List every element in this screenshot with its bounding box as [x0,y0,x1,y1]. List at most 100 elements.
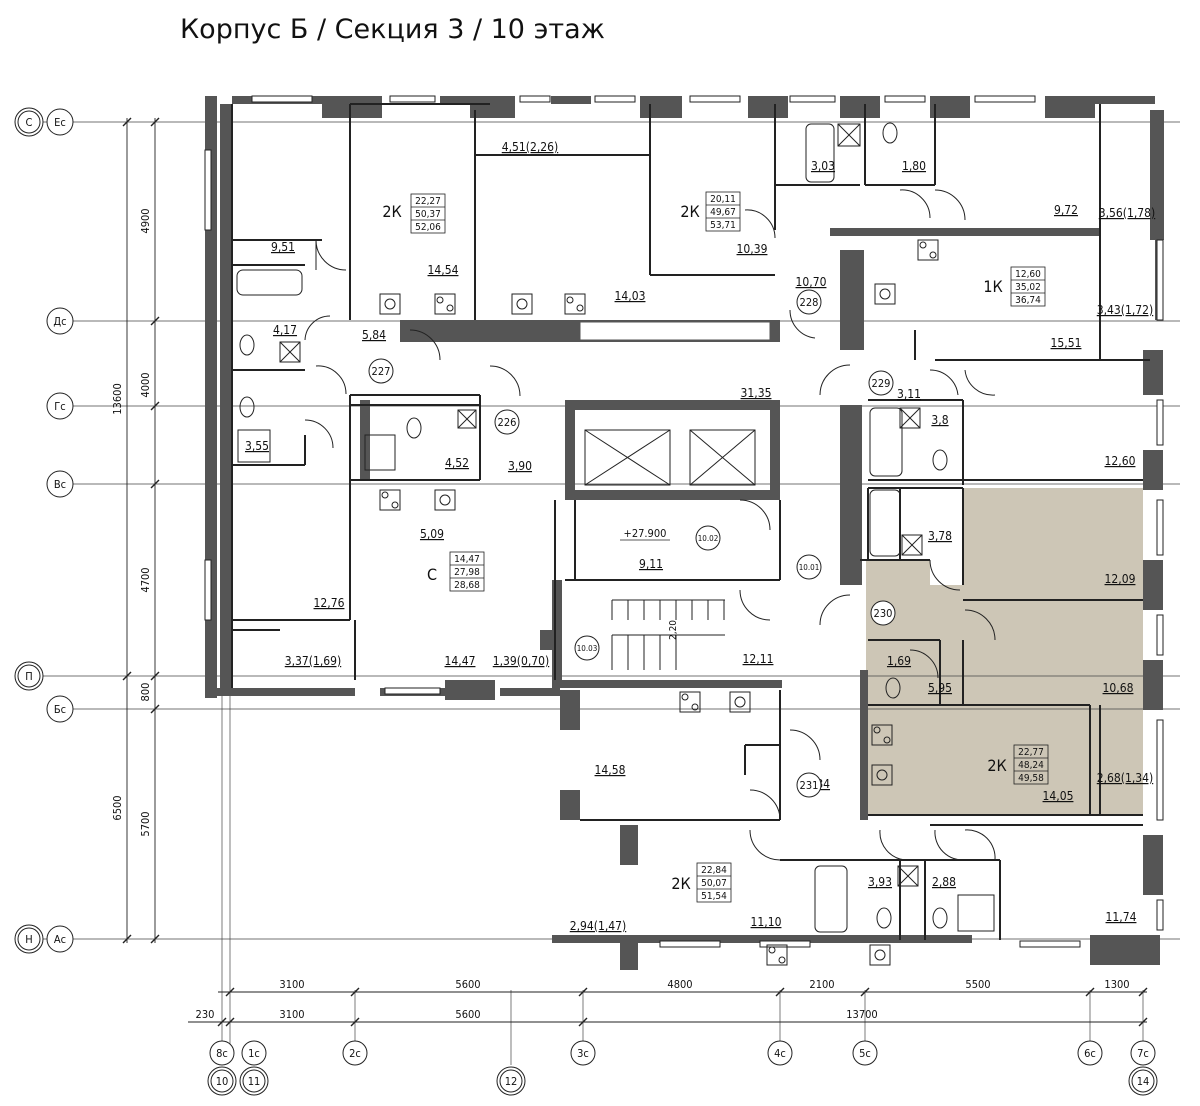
dimension-label: 230 [196,1008,215,1021]
dimension-label: 2100 [809,978,834,991]
room-area: 3,90 [508,459,532,473]
svg-text:2,20: 2,20 [668,620,679,640]
svg-text:27,98: 27,98 [454,567,480,578]
page-title: Корпус Б / Секция 3 / 10 этаж [180,14,605,45]
axis-label: Гс [54,400,65,413]
room-area: 5,09 [420,527,444,541]
svg-text:2К: 2К [671,874,690,893]
room-area: 3,55 [245,439,269,453]
room-area: 4,17 [273,323,297,337]
dimension-label: 4900 [139,208,152,233]
room-area: 1,80 [902,159,926,173]
room-area: 5,84 [362,328,386,342]
dimension-label: 13700 [846,1008,877,1021]
dimension-ticks [122,117,1148,1027]
axis-label: 3с [577,1047,589,1060]
core-number: 10.02 [698,534,719,543]
axis-label: 2с [349,1047,361,1060]
svg-text:48,24: 48,24 [1018,760,1044,771]
plumbing-fixtures [236,122,995,966]
room-area: 14,47 [445,654,476,668]
room-area: 4,51(2,26) [502,140,558,154]
svg-text:20,11: 20,11 [710,194,736,205]
corridor-number: 230 [874,607,893,620]
apartment-label: С 14,47 27,98 28,68 [427,551,485,592]
axis-label: Бс [54,703,66,716]
corridor-number: 228 [800,296,819,309]
apartment-labels: 2К 22,27 50,37 52,06 2К 20,11 49,67 53,7… [382,191,1049,903]
dimension-label: 4000 [139,372,152,397]
core-number: 10.03 [577,644,598,653]
dimension-label: 5600 [455,978,480,991]
svg-text:22,84: 22,84 [701,865,727,876]
dimensions-bottom: 3100 5600 4800 2100 5500 1300 230 3100 5… [196,978,1130,1021]
room-area: 3,37(1,69) [285,654,341,668]
room-area: 3,93 [868,875,892,889]
axis-label: 8с [216,1047,228,1060]
room-area: 2,88 [932,875,956,889]
room-area: 3,11 [897,387,921,401]
core-markers [574,525,822,661]
svg-text:1К: 1К [983,277,1002,296]
dimension-label: 800 [139,683,152,702]
room-area: 14,03 [615,289,646,303]
apartment-label: 2К 22,77 48,24 49,58 [987,744,1049,785]
room-area: 11,10 [751,915,782,929]
dimension-label: 13600 [111,383,124,414]
room-area: 9,72 [1054,203,1078,217]
dimension-label: 5500 [965,978,990,991]
room-area-labels: 9,51 14,54 4,51(2,26) 14,03 3,03 1,80 10… [245,140,1155,933]
axis-label: Н [25,933,32,946]
room-area: 31,35 [741,386,772,400]
room-area: 3,03 [811,159,835,173]
room-area: 9,11 [639,557,663,571]
core-number: 10.01 [799,563,820,572]
room-area: 1,39(0,70) [493,654,549,668]
room-area: 10,39 [737,242,768,256]
dimension-label: 4800 [667,978,692,991]
axis-label: П [25,670,32,683]
dimension-label: 3100 [279,1008,304,1021]
partitions [231,103,1150,940]
room-area: 12,11 [743,652,774,666]
svg-text:35,02: 35,02 [1015,282,1041,293]
room-area: 14,05 [1043,789,1074,803]
room-area: 5,95 [928,681,952,695]
svg-text:С: С [427,565,437,584]
svg-text:50,07: 50,07 [701,878,727,889]
axis-label: 7с [1137,1047,1149,1060]
room-area: 2,68(1,34) [1097,771,1153,785]
svg-text:36,74: 36,74 [1015,295,1041,306]
stair-mark: 2,20 [668,620,679,640]
dimension-label: 1300 [1104,978,1129,991]
room-area: 12,09 [1105,572,1136,586]
axis-label: 10 [216,1075,229,1088]
room-area: 15,51 [1051,336,1082,350]
axis-label: Вс [54,478,66,491]
room-area: 12,60 [1105,454,1136,468]
dimension-label: 4700 [139,567,152,592]
room-area: 10,70 [796,275,827,289]
room-area: 14,58 [595,763,626,777]
room-area: 14,54 [428,263,459,277]
svg-text:22,77: 22,77 [1018,747,1044,758]
svg-text:53,71: 53,71 [710,220,736,231]
apartment-label: 2К 22,84 50,07 51,54 [671,862,732,903]
dimension-label: 3100 [279,978,304,991]
axis-label: Дс [53,315,66,328]
svg-text:22,27: 22,27 [415,196,441,207]
room-area: 10,68 [1103,681,1134,695]
axis-label: 1с [248,1047,260,1060]
room-area: 11,74 [1106,910,1137,924]
room-area: 12,76 [314,596,345,610]
svg-text:2К: 2К [680,202,699,221]
dimensions-vertical: 13600 6500 4900 4000 4700 800 5700 [111,208,152,836]
dimension-label: 5700 [139,811,152,836]
svg-text:2К: 2К [382,202,401,221]
svg-text:50,37: 50,37 [415,209,441,220]
stair [611,599,725,670]
svg-text:49,58: 49,58 [1018,773,1044,784]
corridor-number: 227 [372,365,391,378]
apartment-label: 1К 12,60 35,02 36,74 [983,266,1046,307]
